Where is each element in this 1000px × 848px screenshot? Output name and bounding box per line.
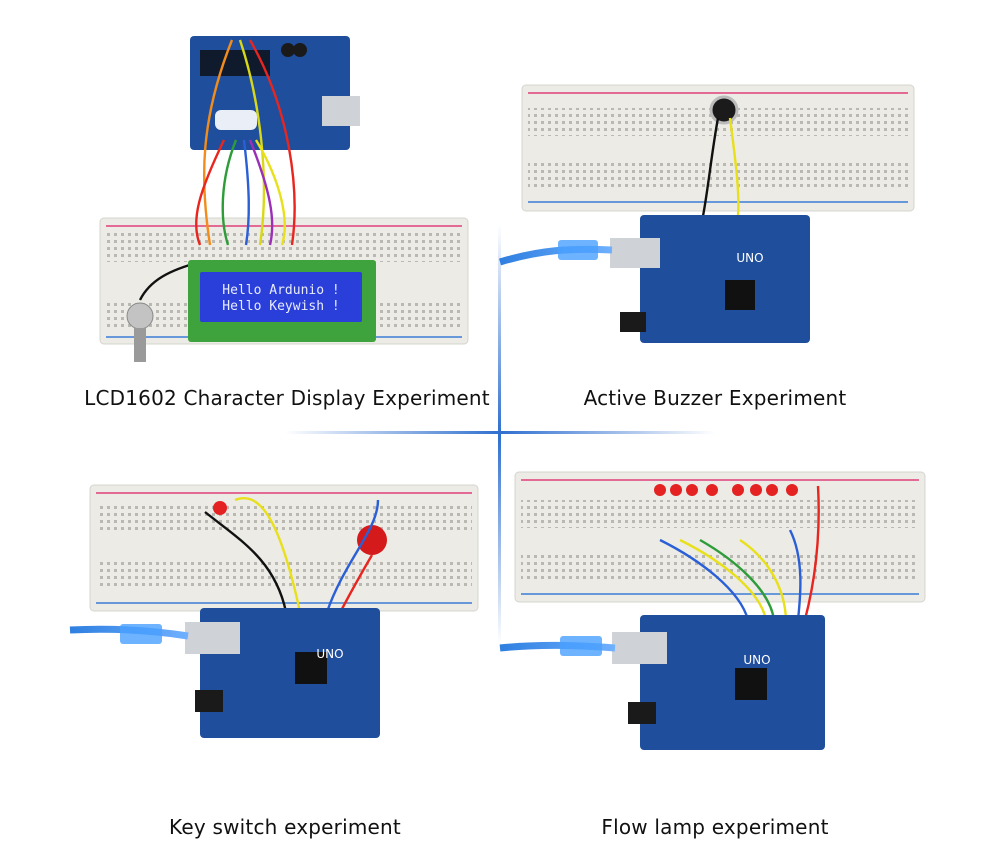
arduino-board xyxy=(200,608,380,738)
buzzer xyxy=(709,95,739,125)
key-switch-experiment-photo: UNO xyxy=(69,484,479,738)
arduino-board xyxy=(640,215,810,343)
usb-cable xyxy=(498,245,613,266)
board-label-uno: UNO xyxy=(736,251,763,265)
divider-vertical xyxy=(498,225,501,645)
potentiometer xyxy=(126,302,154,330)
caption-key-switch: Key switch experiment xyxy=(169,815,401,839)
lcd-line-1: Hello Ardunio ! xyxy=(222,283,339,298)
board-label-uno: UNO xyxy=(316,647,343,661)
board-label-uno: UNO xyxy=(743,653,770,667)
flow-lamp-experiment-photo: UNO xyxy=(499,471,926,750)
caption-buzzer: Active Buzzer Experiment xyxy=(583,386,847,410)
lcd-experiment-photo: Hello Ardunio ! Hello Keywish ! xyxy=(99,36,469,362)
lcd-line-2: Hello Keywish ! xyxy=(222,299,339,314)
breadboard xyxy=(514,471,926,603)
caption-lcd: LCD1602 Character Display Experiment xyxy=(84,386,490,410)
led-row xyxy=(654,484,798,496)
led-red xyxy=(213,501,227,515)
arduino-board xyxy=(640,615,825,750)
usb-cable xyxy=(499,641,616,652)
push-button xyxy=(357,525,387,555)
caption-flow-lamp: Flow lamp experiment xyxy=(601,815,829,839)
buzzer-experiment-photo: UNO xyxy=(498,84,915,343)
